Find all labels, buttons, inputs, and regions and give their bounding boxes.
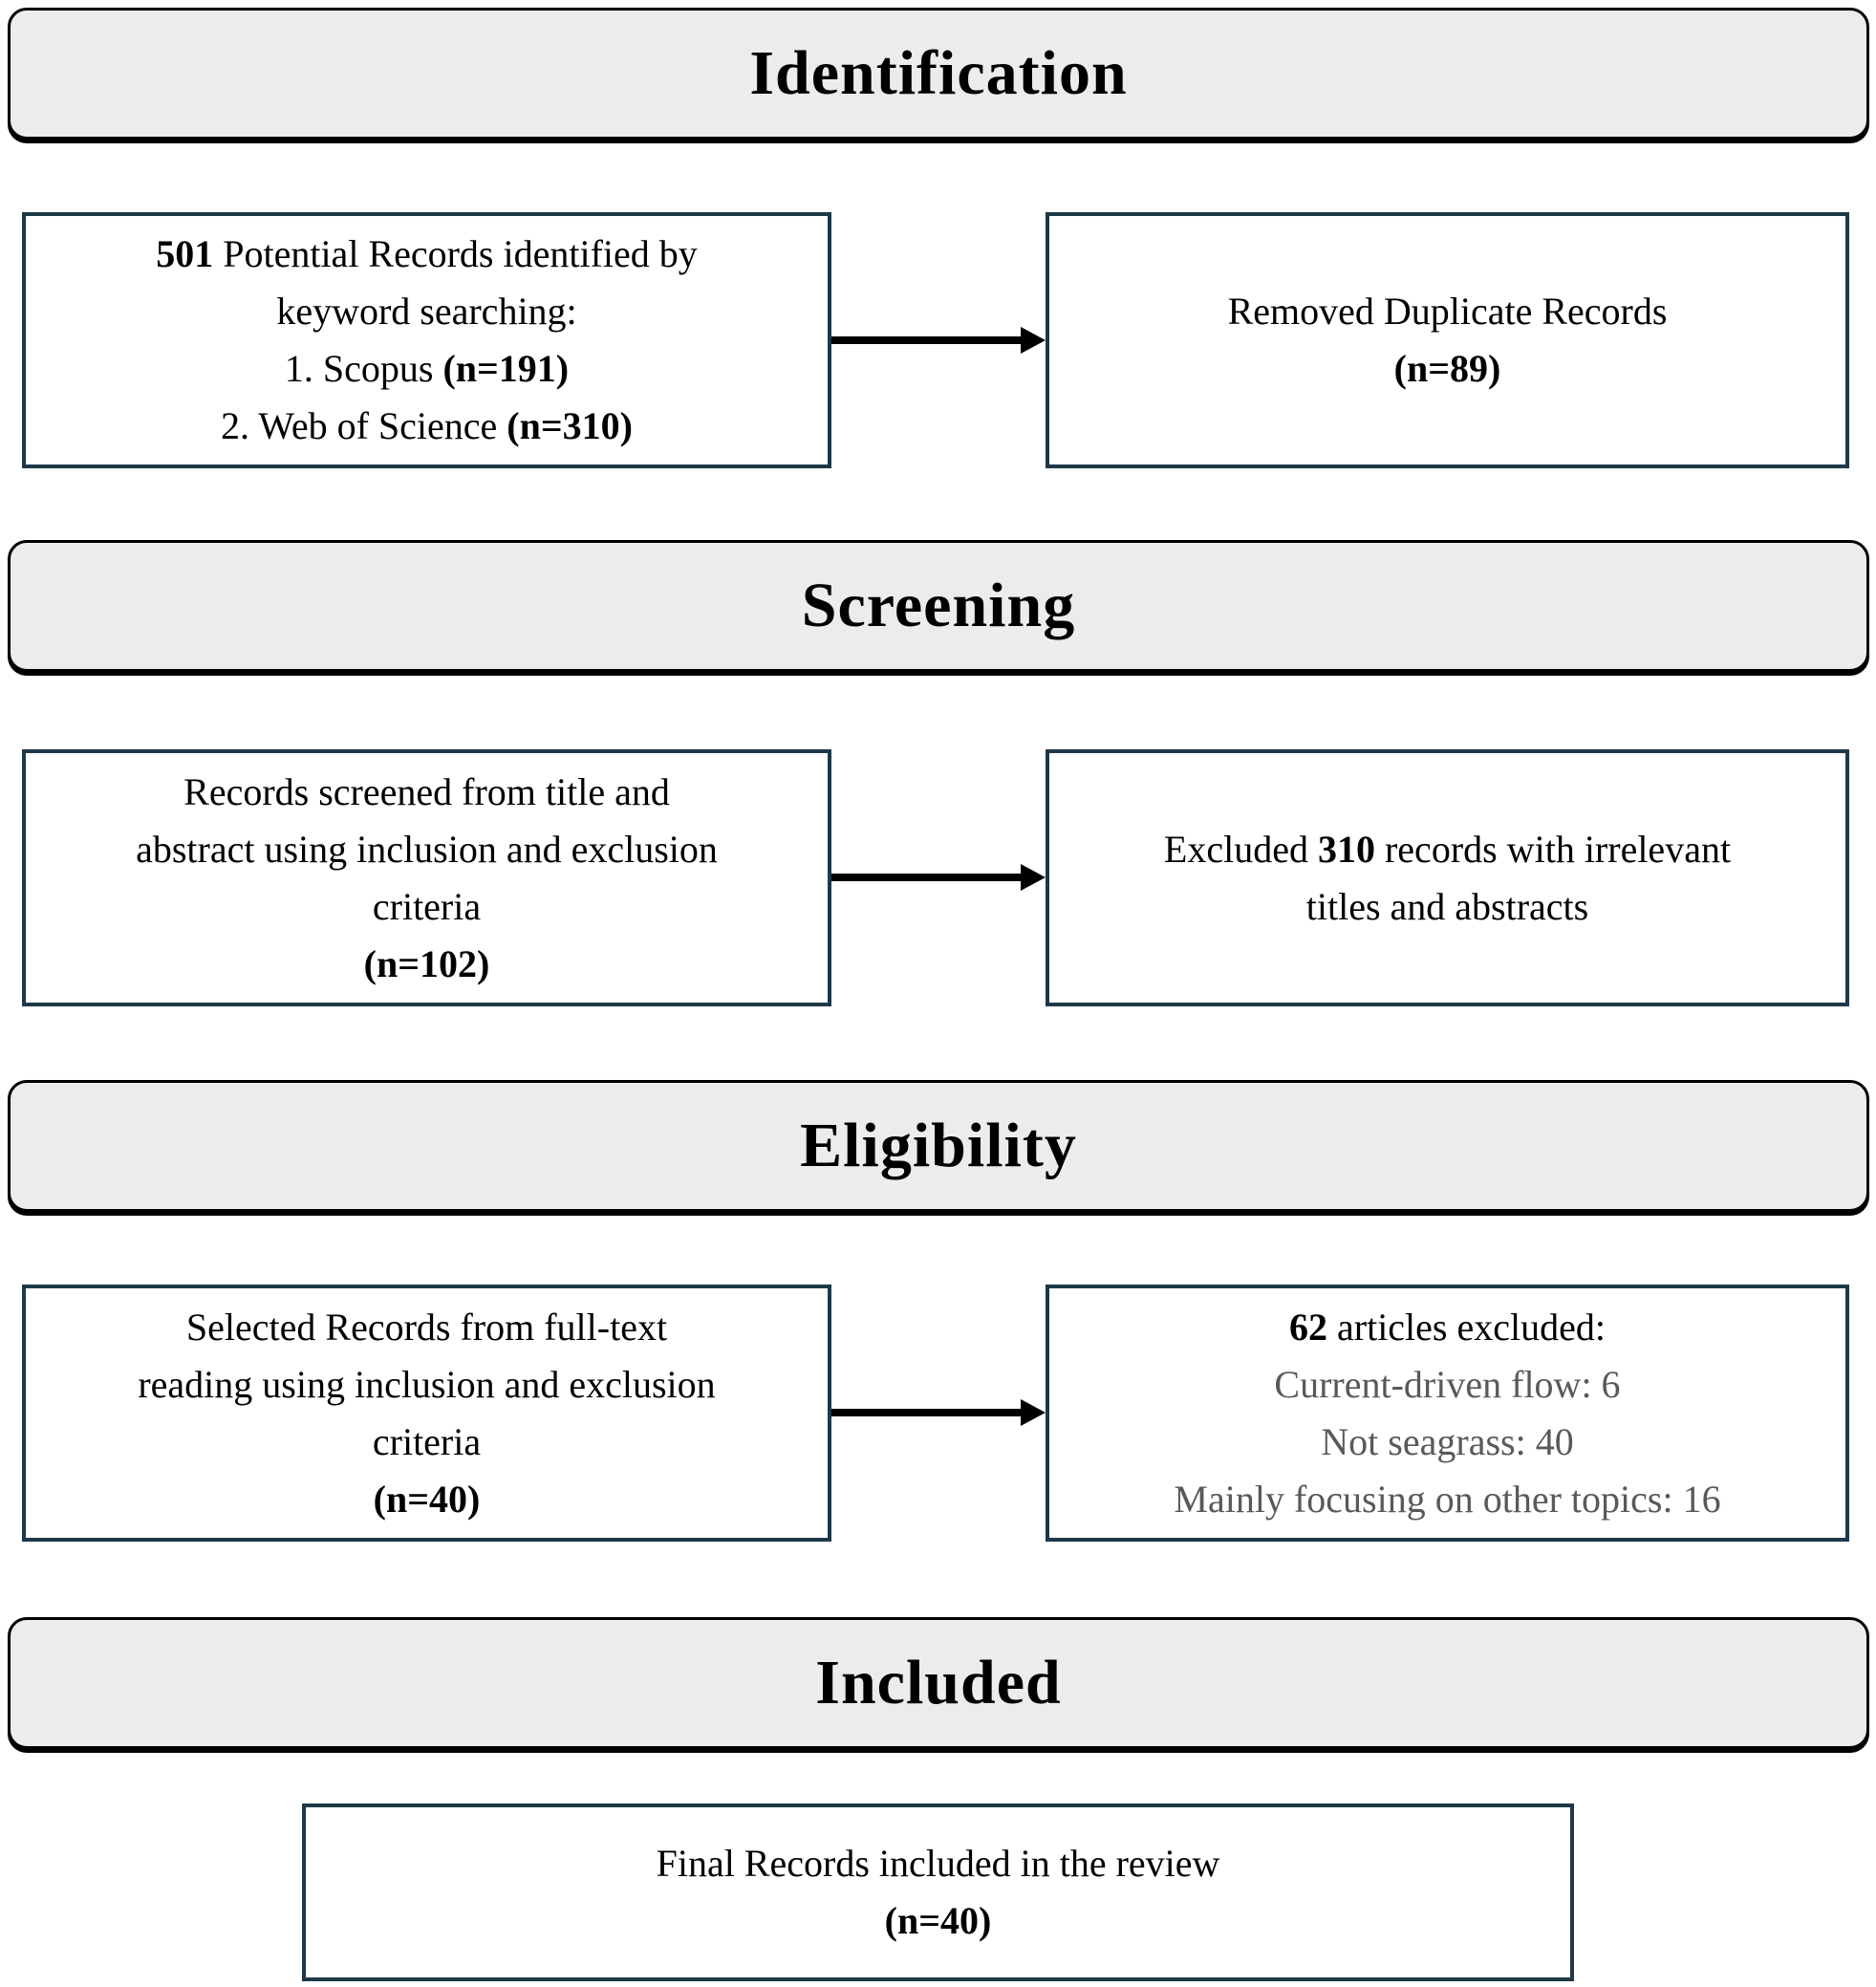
exclusion-reason-1: Current-driven flow: 6 [1274, 1362, 1621, 1406]
exclusion-reason-2: Not seagrass: 40 [1321, 1419, 1574, 1463]
included-band: Included [8, 1617, 1869, 1749]
fulltext-selected-line-1: Selected Records from full-text [185, 1305, 668, 1349]
eligibility-excluded-count: 62 [1289, 1305, 1327, 1349]
records-identified-line-1-text: Potential Records identified by [213, 232, 698, 275]
source-2-count: (n=310) [507, 404, 633, 447]
eligibility-excluded-title-text: articles excluded: [1327, 1305, 1606, 1349]
eligibility-band: Eligibility [8, 1080, 1869, 1212]
duplicates-removed-box: Removed Duplicate Records (n=89) [1046, 212, 1849, 468]
arrow-shaft [831, 336, 1024, 344]
records-screened-line-3: criteria [372, 884, 482, 928]
screening-band: Screening [8, 540, 1869, 672]
screening-excluded-box: Excluded 310 records with irrelevant tit… [1046, 749, 1849, 1006]
eligibility-excluded-title: 62 articles excluded: [1289, 1299, 1606, 1356]
records-identified-box: 501 Potential Records identified by keyw… [22, 212, 831, 468]
arrow-head-icon [1021, 327, 1046, 354]
included-band-title: Included [815, 1648, 1062, 1717]
records-identified-line-1: 501 Potential Records identified by [156, 226, 698, 283]
eligibility-band-title: Eligibility [800, 1111, 1077, 1180]
eligibility-excluded-box: 62 articles excluded: Current-driven flo… [1046, 1285, 1849, 1542]
identification-arrow [831, 327, 1046, 354]
duplicates-removed-line-1: Removed Duplicate Records [1227, 290, 1668, 333]
arrow-shaft [831, 1409, 1024, 1416]
duplicates-removed-count: (n=89) [1393, 347, 1501, 390]
eligibility-arrow [831, 1399, 1046, 1426]
screening-excluded-post: records with irrelevant [1374, 827, 1732, 871]
screening-arrow [831, 864, 1046, 891]
screening-excluded-line-2: titles and abstracts [1305, 884, 1589, 928]
records-identified-line-2: keyword searching: [276, 290, 577, 333]
screening-excluded-count: 310 [1317, 827, 1375, 871]
fulltext-selected-box: Selected Records from full-text reading … [22, 1285, 831, 1542]
screening-band-title: Screening [801, 571, 1076, 640]
final-included-line-1: Final Records included in the review [656, 1842, 1220, 1885]
records-identified-count: 501 [156, 232, 214, 275]
exclusion-reason-3: Mainly focusing on other topics: 16 [1174, 1477, 1721, 1521]
records-screened-line-2: abstract using inclusion and exclusion [136, 827, 718, 871]
arrow-head-icon [1021, 864, 1046, 891]
records-screened-count: (n=102) [363, 941, 490, 985]
records-identified-source-2: 2. Web of Science (n=310) [221, 398, 633, 455]
fulltext-selected-line-3: criteria [372, 1419, 482, 1463]
source-1-label: 1. Scopus [284, 347, 443, 390]
records-screened-box: Records screened from title and abstract… [22, 749, 831, 1006]
source-2-label: 2. Web of Science [221, 404, 507, 447]
fulltext-selected-line-2: reading using inclusion and exclusion [138, 1362, 716, 1406]
source-1-count: (n=191) [442, 347, 570, 390]
screening-excluded-line-1: Excluded 310 records with irrelevant [1164, 821, 1731, 878]
arrow-head-icon [1021, 1399, 1046, 1426]
arrow-shaft [831, 874, 1024, 881]
final-included-count: (n=40) [884, 1899, 992, 1942]
records-screened-line-1: Records screened from title and [183, 769, 670, 813]
records-identified-source-1: 1. Scopus (n=191) [285, 340, 569, 398]
screening-excluded-pre: Excluded [1163, 827, 1318, 871]
identification-band: Identification [8, 8, 1869, 140]
fulltext-selected-count: (n=40) [373, 1477, 481, 1521]
final-included-box: Final Records included in the review (n=… [302, 1803, 1574, 1981]
identification-band-title: Identification [749, 38, 1128, 108]
